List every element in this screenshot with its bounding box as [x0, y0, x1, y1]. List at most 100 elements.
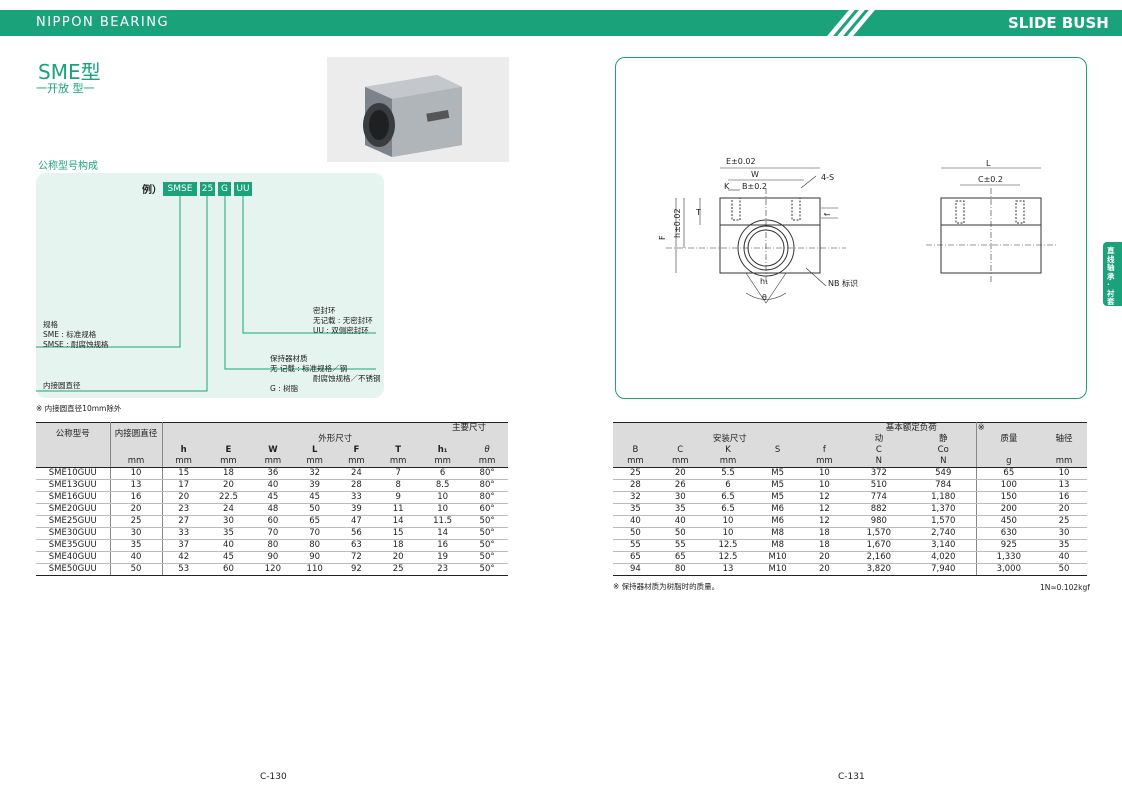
table-cell: 36: [252, 467, 294, 480]
table-cell: 50°: [466, 515, 508, 528]
table-cell: 20: [801, 563, 847, 576]
table-cell: 925: [976, 539, 1041, 552]
table-cell: 27: [162, 515, 205, 528]
table-cell: SME20GUU: [36, 503, 111, 516]
table-cell: 15: [162, 467, 205, 480]
slide-bush-image: [363, 75, 462, 157]
dimension-drawing: E±0.02 W K B±0.2 4-S T h±0.02 F f h₁ θ N…: [658, 157, 1056, 304]
table-cell: 18: [377, 539, 420, 552]
table-cell: 200: [976, 503, 1041, 516]
table-cell: 6.5: [702, 503, 754, 516]
category-title: SLIDE BUSH: [1008, 14, 1109, 32]
page-number-right: C-131: [838, 772, 865, 782]
code-retainer: G: [218, 182, 231, 196]
table-cell: 450: [976, 515, 1041, 528]
label-L: L: [986, 159, 991, 168]
col-header: θ: [466, 445, 508, 456]
table-cell: 1,370: [910, 503, 977, 516]
table-cell: 28: [335, 479, 378, 492]
nomenclature-panel: [36, 173, 384, 398]
table-cell: SME10GUU: [36, 467, 111, 480]
table-cell: 39: [335, 503, 378, 516]
unit-cell: mm: [419, 456, 467, 468]
unit-cell: mm: [162, 456, 205, 468]
unit-cell: mm: [204, 456, 252, 468]
table-cell: 549: [910, 467, 977, 480]
table-cell: SME25GUU: [36, 515, 111, 528]
outer-dims-header: 外形尺寸: [162, 434, 508, 445]
table-cell: 25: [110, 515, 163, 528]
label-S: 4-S: [821, 173, 834, 182]
table-cell: 23: [162, 503, 205, 516]
unit-cell: mm: [702, 456, 754, 468]
table-cell: 30: [204, 515, 252, 528]
table-cell: 50°: [466, 551, 508, 564]
table-cell: 40: [1041, 551, 1087, 564]
table-cell: 50: [293, 503, 336, 516]
table-cell: 11: [377, 503, 420, 516]
col-header: C: [846, 445, 911, 456]
label-nb: NB 标识: [828, 278, 858, 288]
col-header: F: [335, 445, 378, 456]
table-cell: 14: [419, 527, 467, 540]
header-bar: [0, 10, 1122, 36]
unit-cell: mm: [1041, 456, 1087, 468]
table-cell: 30: [1041, 527, 1087, 540]
table-cell: 45: [204, 551, 252, 564]
table-cell: 14: [377, 515, 420, 528]
side-tab[interactable]: [1103, 242, 1122, 306]
label-B: B±0.2: [742, 182, 767, 191]
table-cell: 50°: [466, 539, 508, 552]
label-K: K: [724, 182, 730, 191]
table-cell: 980: [846, 515, 911, 528]
table-cell: 40: [252, 479, 294, 492]
table-cell: 55: [657, 539, 703, 552]
col-model-header: 公称型号: [36, 422, 111, 445]
load-static: 静: [910, 434, 977, 445]
main-dimensions-table: 公称型号 内接圆直径 主要尺寸 外形尺寸 h E W L F T h₁ θ mm…: [36, 422, 508, 576]
table-cell: 372: [846, 467, 911, 480]
label-E: E±0.02: [726, 157, 756, 166]
table-cell: 3,140: [910, 539, 977, 552]
shaft-header: 轴径: [1041, 434, 1087, 445]
table-cell: 24: [335, 467, 378, 480]
table-cell: 50: [110, 563, 163, 576]
table-cell: M5: [753, 491, 802, 504]
table-cell: 56: [335, 527, 378, 540]
unit-cell: [753, 456, 802, 468]
table-cell: 7,940: [910, 563, 977, 576]
table-cell: M6: [753, 503, 802, 516]
table-cell: 5.5: [702, 467, 754, 480]
col-header: S: [753, 445, 802, 456]
table-cell: 80: [293, 539, 336, 552]
label-C: C±0.2: [978, 175, 1003, 184]
table-cell: 65: [657, 551, 703, 564]
table-cell: 6: [419, 467, 467, 480]
table-cell: 24: [204, 503, 252, 516]
table-cell: 19: [419, 551, 467, 564]
unit-cell: mm: [335, 456, 378, 468]
table-cell: 20: [377, 551, 420, 564]
bore-text: 内接圆直径: [43, 381, 81, 390]
table-cell: 23: [419, 563, 467, 576]
table-cell: 4,020: [910, 551, 977, 564]
col-bore-header: 内接圆直径: [110, 422, 163, 445]
table-cell: 784: [910, 479, 977, 492]
table-cell: 10: [419, 503, 467, 516]
col-header: [1041, 445, 1087, 456]
unit-cell: mm: [377, 456, 420, 468]
col-header: C: [657, 445, 703, 456]
dimension-drawing-panel: E±0.02 W K B±0.2 4-S T h±0.02 F f h₁ θ N…: [615, 57, 1087, 399]
retainer-text: 保持器材质 无 记载 : 标准规格／钢 耐腐蚀规格／不锈钢 G : 树脂: [270, 354, 381, 393]
label-F: F: [658, 235, 667, 240]
table-cell: 18: [204, 467, 252, 480]
code-series: SMSE: [163, 182, 197, 196]
